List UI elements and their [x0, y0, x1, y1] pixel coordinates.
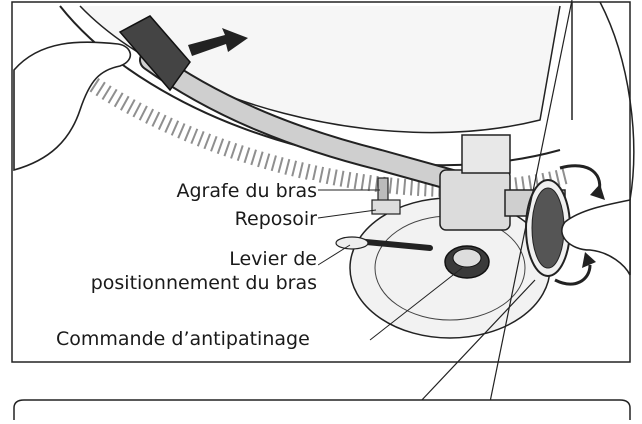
right-hand [561, 199, 631, 276]
rotate-arrow-bottom-head-icon [582, 252, 596, 268]
tonearm-tube-fill [141, 51, 479, 194]
label-cue-lever-line1: Levier de [70, 248, 318, 270]
pivot-housing [439, 169, 511, 231]
label-anti-skating: Commande d’antipatinage [55, 328, 311, 350]
arm-rest-part [371, 199, 401, 215]
bottom-detail-box [13, 399, 631, 420]
callout-line-right [489, 0, 573, 403]
leader-cue-lever [317, 244, 351, 266]
label-cue-lever-line2: positionnement du bras [40, 272, 318, 294]
rotate-arrow-top-head-icon [590, 184, 605, 200]
push-arrow-icon [188, 28, 248, 56]
pivot-block [461, 134, 511, 174]
callout-line-left [419, 279, 536, 403]
anti-skating-dial-top [452, 248, 482, 268]
platter-edge [79, 5, 561, 134]
platter-right-edge [599, 1, 635, 201]
cue-lever-knob [335, 236, 369, 250]
leader-anti-skating [369, 267, 463, 341]
label-arm-rest: Reposoir [150, 208, 318, 230]
label-arm-clamp: Agrafe du bras [150, 180, 318, 202]
rotate-arrow-bottom-icon [554, 264, 592, 286]
left-hand [13, 41, 132, 172]
counterweight-ring [531, 187, 565, 269]
headshell [118, 15, 191, 92]
leader-arm-rest [317, 209, 377, 219]
